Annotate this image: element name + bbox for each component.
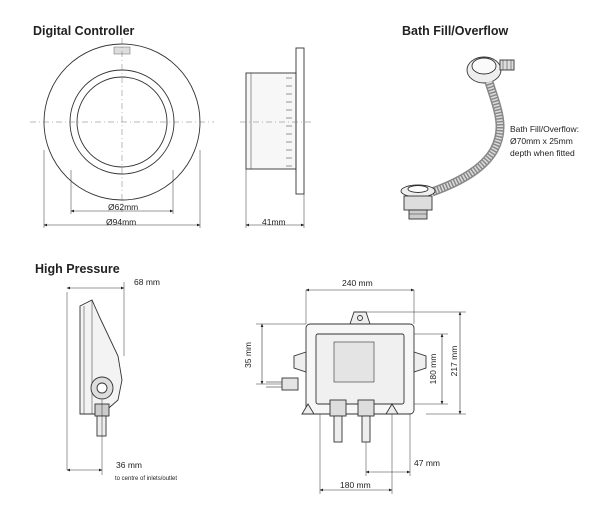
controller-side-view [240, 47, 312, 228]
outlet-offset-label: 47 mm [414, 458, 440, 468]
front-width-label: 240 mm [342, 278, 373, 288]
mount-height-label: 35 mm [243, 342, 253, 368]
outer-diameter-label: Ø94mm [106, 217, 137, 227]
bath-fill-heading: Bath Fill/Overflow [402, 24, 509, 38]
bath-fill-note-line1: Bath Fill/Overflow: [510, 124, 579, 134]
side-depth-label: 68 mm [134, 277, 160, 287]
digital-controller-heading: Digital Controller [33, 24, 135, 38]
centre-note-label: to centre of inlets/outlet [115, 476, 178, 482]
inner-height-label: 180 mm [428, 353, 438, 385]
bath-fill-note-line2: Ø70mm x 25mm [510, 136, 573, 146]
centre-offset-label: 36 mm [116, 460, 142, 470]
bottom-width-label: 180 mm [340, 480, 371, 490]
inner-diameter-label: Ø62mm [108, 202, 139, 212]
bath-fill-note: Bath Fill/Overflow: Ø70mm x 25mm depth w… [510, 123, 579, 159]
bath-fill-note-line3: depth when fitted [510, 148, 575, 158]
controller-front-view [30, 38, 214, 228]
high-pressure-heading: High Pressure [35, 262, 120, 276]
depth-label: 41mm [262, 217, 286, 227]
bath-fill-drawing [400, 56, 515, 220]
total-height-label: 217 mm [449, 345, 459, 377]
high-pressure-side-view [66, 282, 125, 475]
high-pressure-front-view [256, 288, 466, 494]
